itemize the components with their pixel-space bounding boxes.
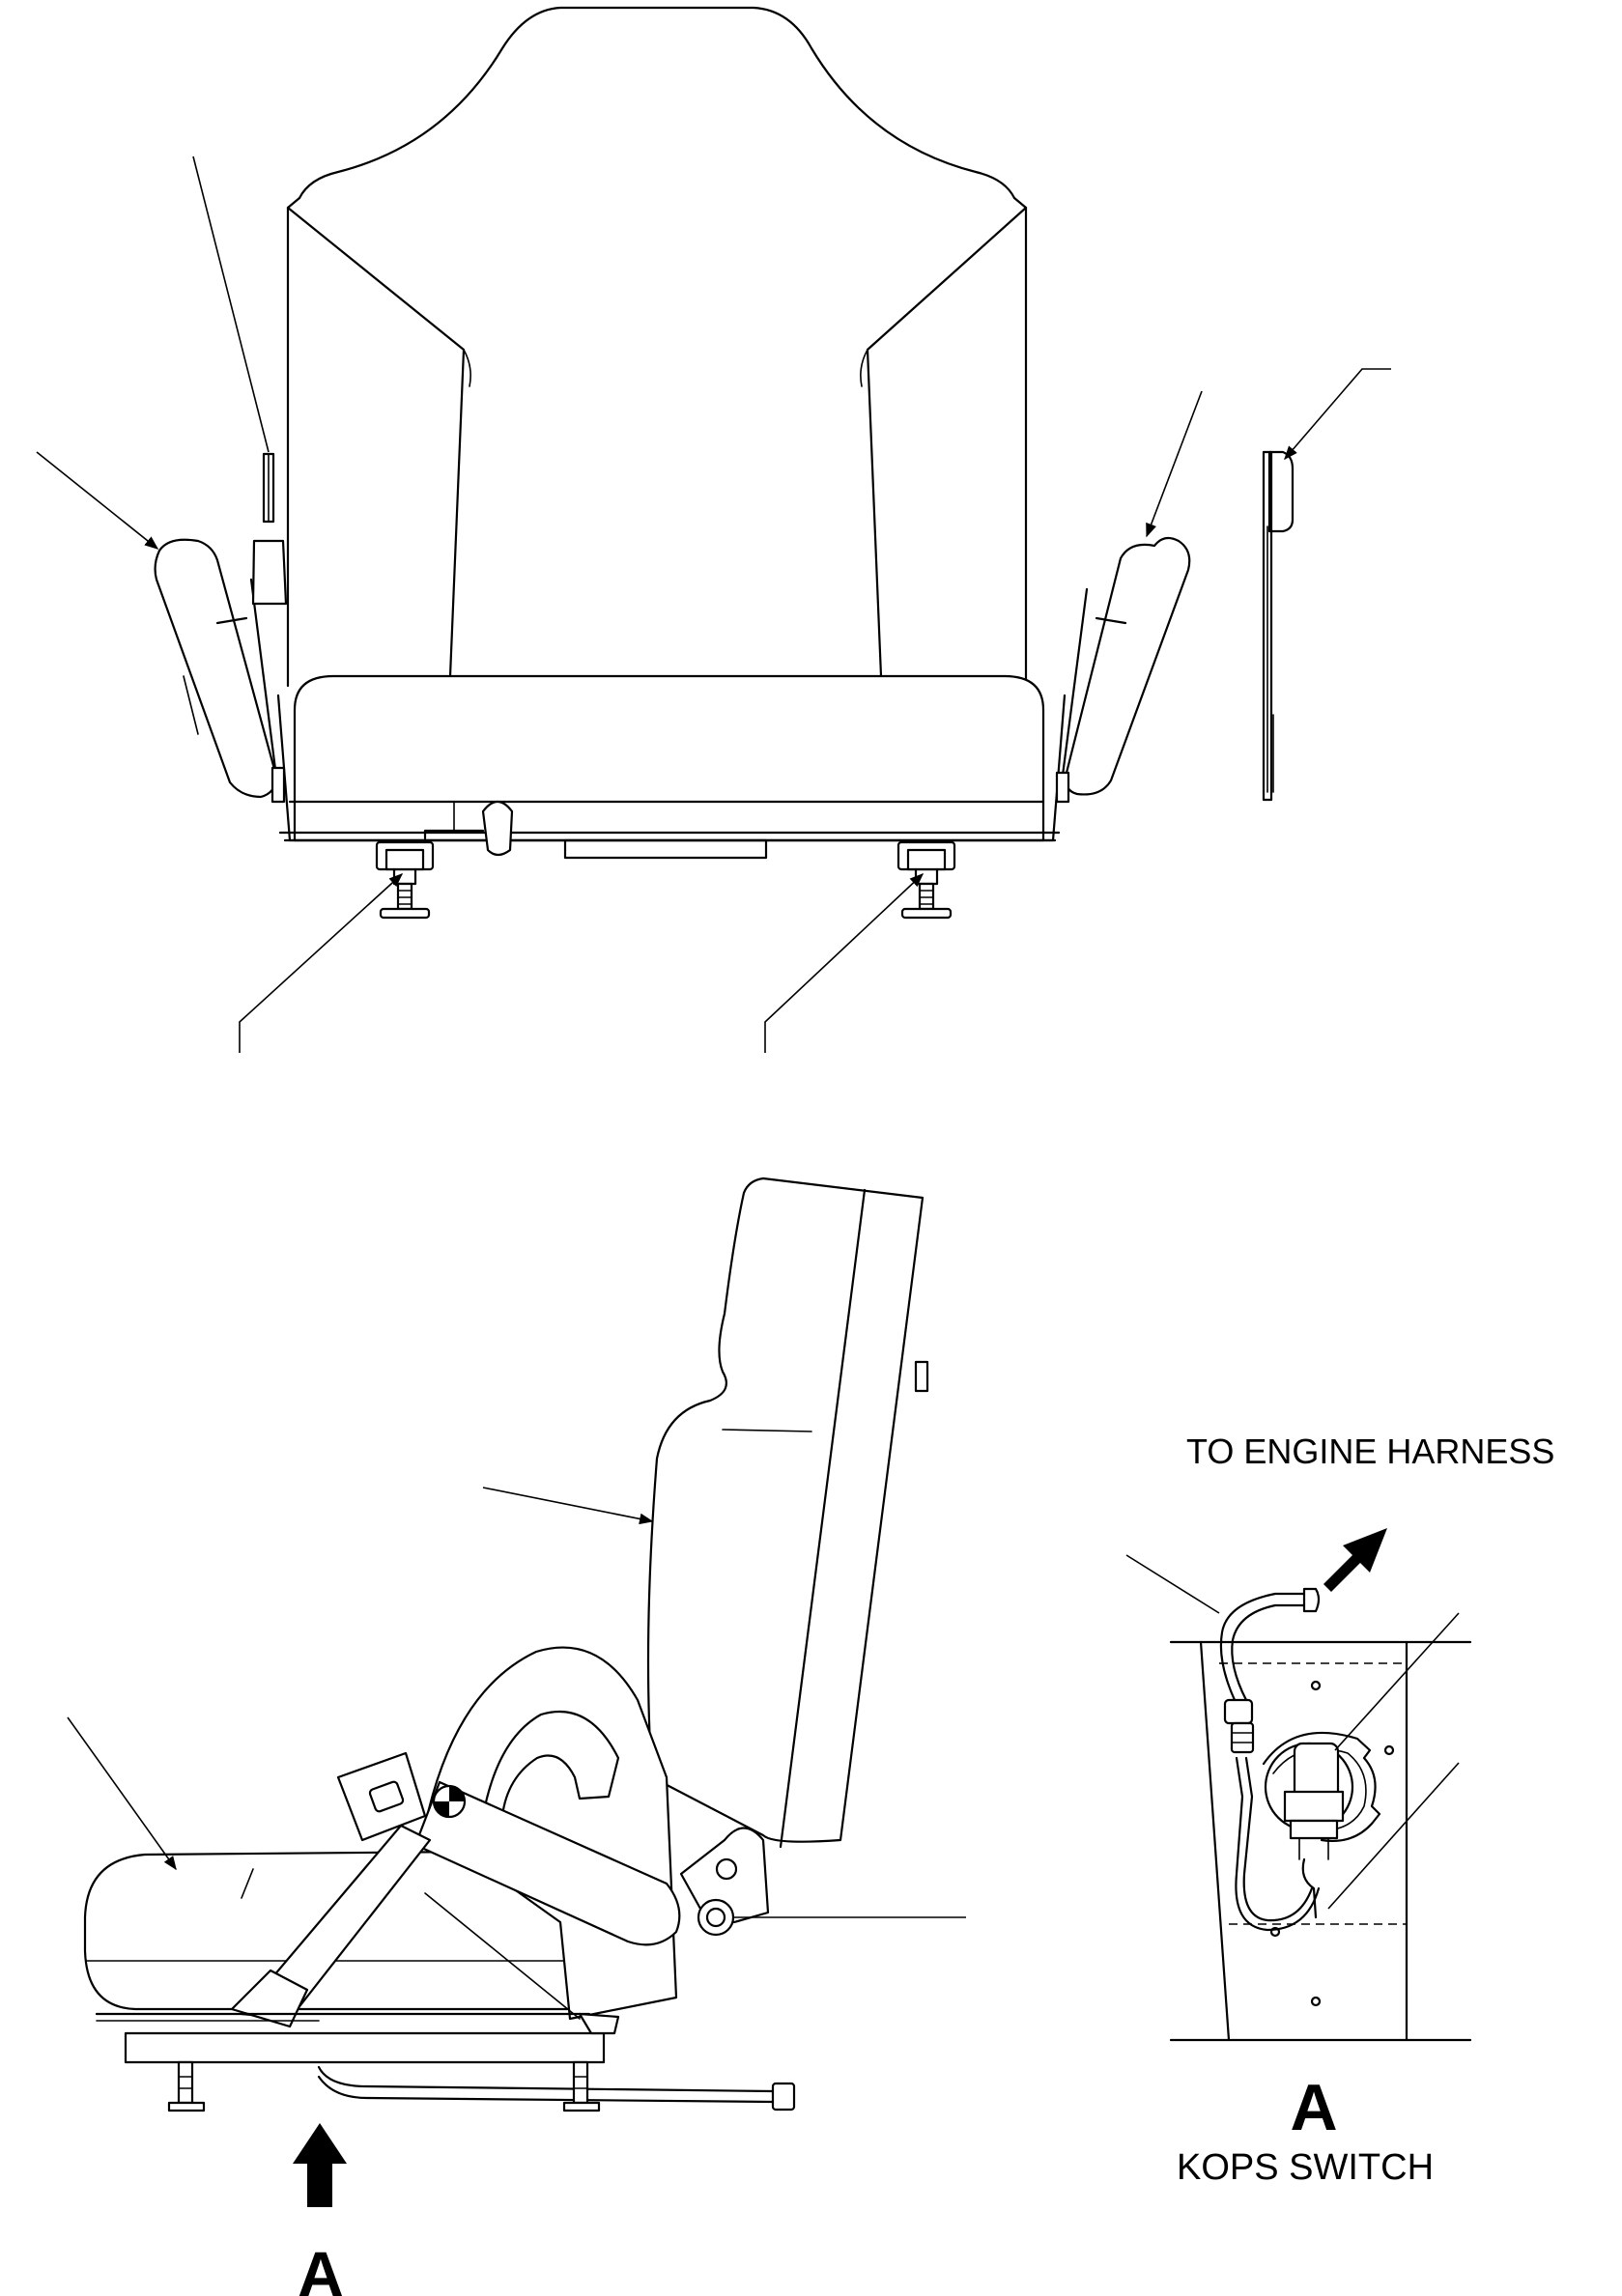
- left-armrest: [154, 538, 286, 804]
- right-armrest: [1055, 536, 1191, 804]
- seat-belt-latch: [1262, 450, 1295, 802]
- engine-harness-arrow: [1323, 1528, 1387, 1592]
- detail-letter: A: [1290, 2071, 1337, 2144]
- front-left-mount: [375, 840, 435, 920]
- leader-wire: [1327, 1762, 1460, 1910]
- to-engine-harness-label: TO ENGINE HARNESS: [1186, 1431, 1554, 1471]
- seat-front-view: [36, 6, 1391, 1053]
- seat-belt-buckle: [183, 452, 288, 735]
- side-mount-right: [562, 2060, 601, 2112]
- view-marker: A: [298, 2238, 344, 2296]
- leader-switch: [1334, 1612, 1460, 1751]
- view-arrow: [293, 2123, 347, 2207]
- leader-left-mount: [239, 873, 404, 1053]
- seat-side-view: A: [67, 1176, 966, 2296]
- leader-belt-buckle: [192, 156, 270, 453]
- leader-latch: [1284, 368, 1391, 461]
- leader-cushion: [67, 1716, 177, 1871]
- leader-right-mount: [764, 873, 925, 1053]
- detail-caption: KOPS SWITCH: [1177, 2147, 1434, 2188]
- leader-backrest: [482, 1487, 654, 1525]
- detail-a-kops-switch: TO ENGINE HARNESS A KOPS SWITCH: [1125, 1431, 1554, 2188]
- leader-left-armrest: [36, 451, 159, 550]
- leader-harness: [1125, 1554, 1220, 1614]
- side-mount-left: [167, 2060, 206, 2112]
- leader-right-armrest: [1146, 390, 1203, 538]
- front-right-mount: [896, 840, 956, 920]
